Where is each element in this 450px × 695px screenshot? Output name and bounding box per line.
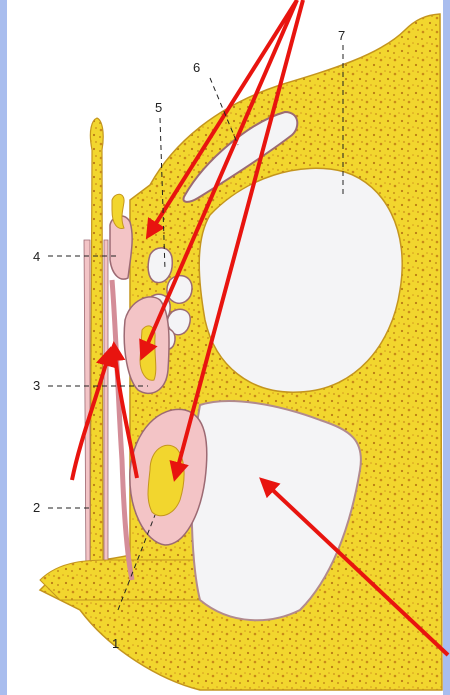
label-5: 5	[155, 100, 162, 115]
nasal-septum	[90, 118, 103, 590]
right-frame-edge	[443, 0, 450, 695]
label-3: 3	[33, 378, 40, 393]
label-2: 2	[33, 500, 40, 515]
label-4: 4	[33, 249, 40, 264]
label-1: 1	[112, 636, 119, 651]
left-frame-edge	[0, 0, 7, 695]
label-7: 7	[338, 28, 345, 43]
label-6: 6	[193, 60, 200, 75]
nasal-floor	[40, 560, 210, 600]
